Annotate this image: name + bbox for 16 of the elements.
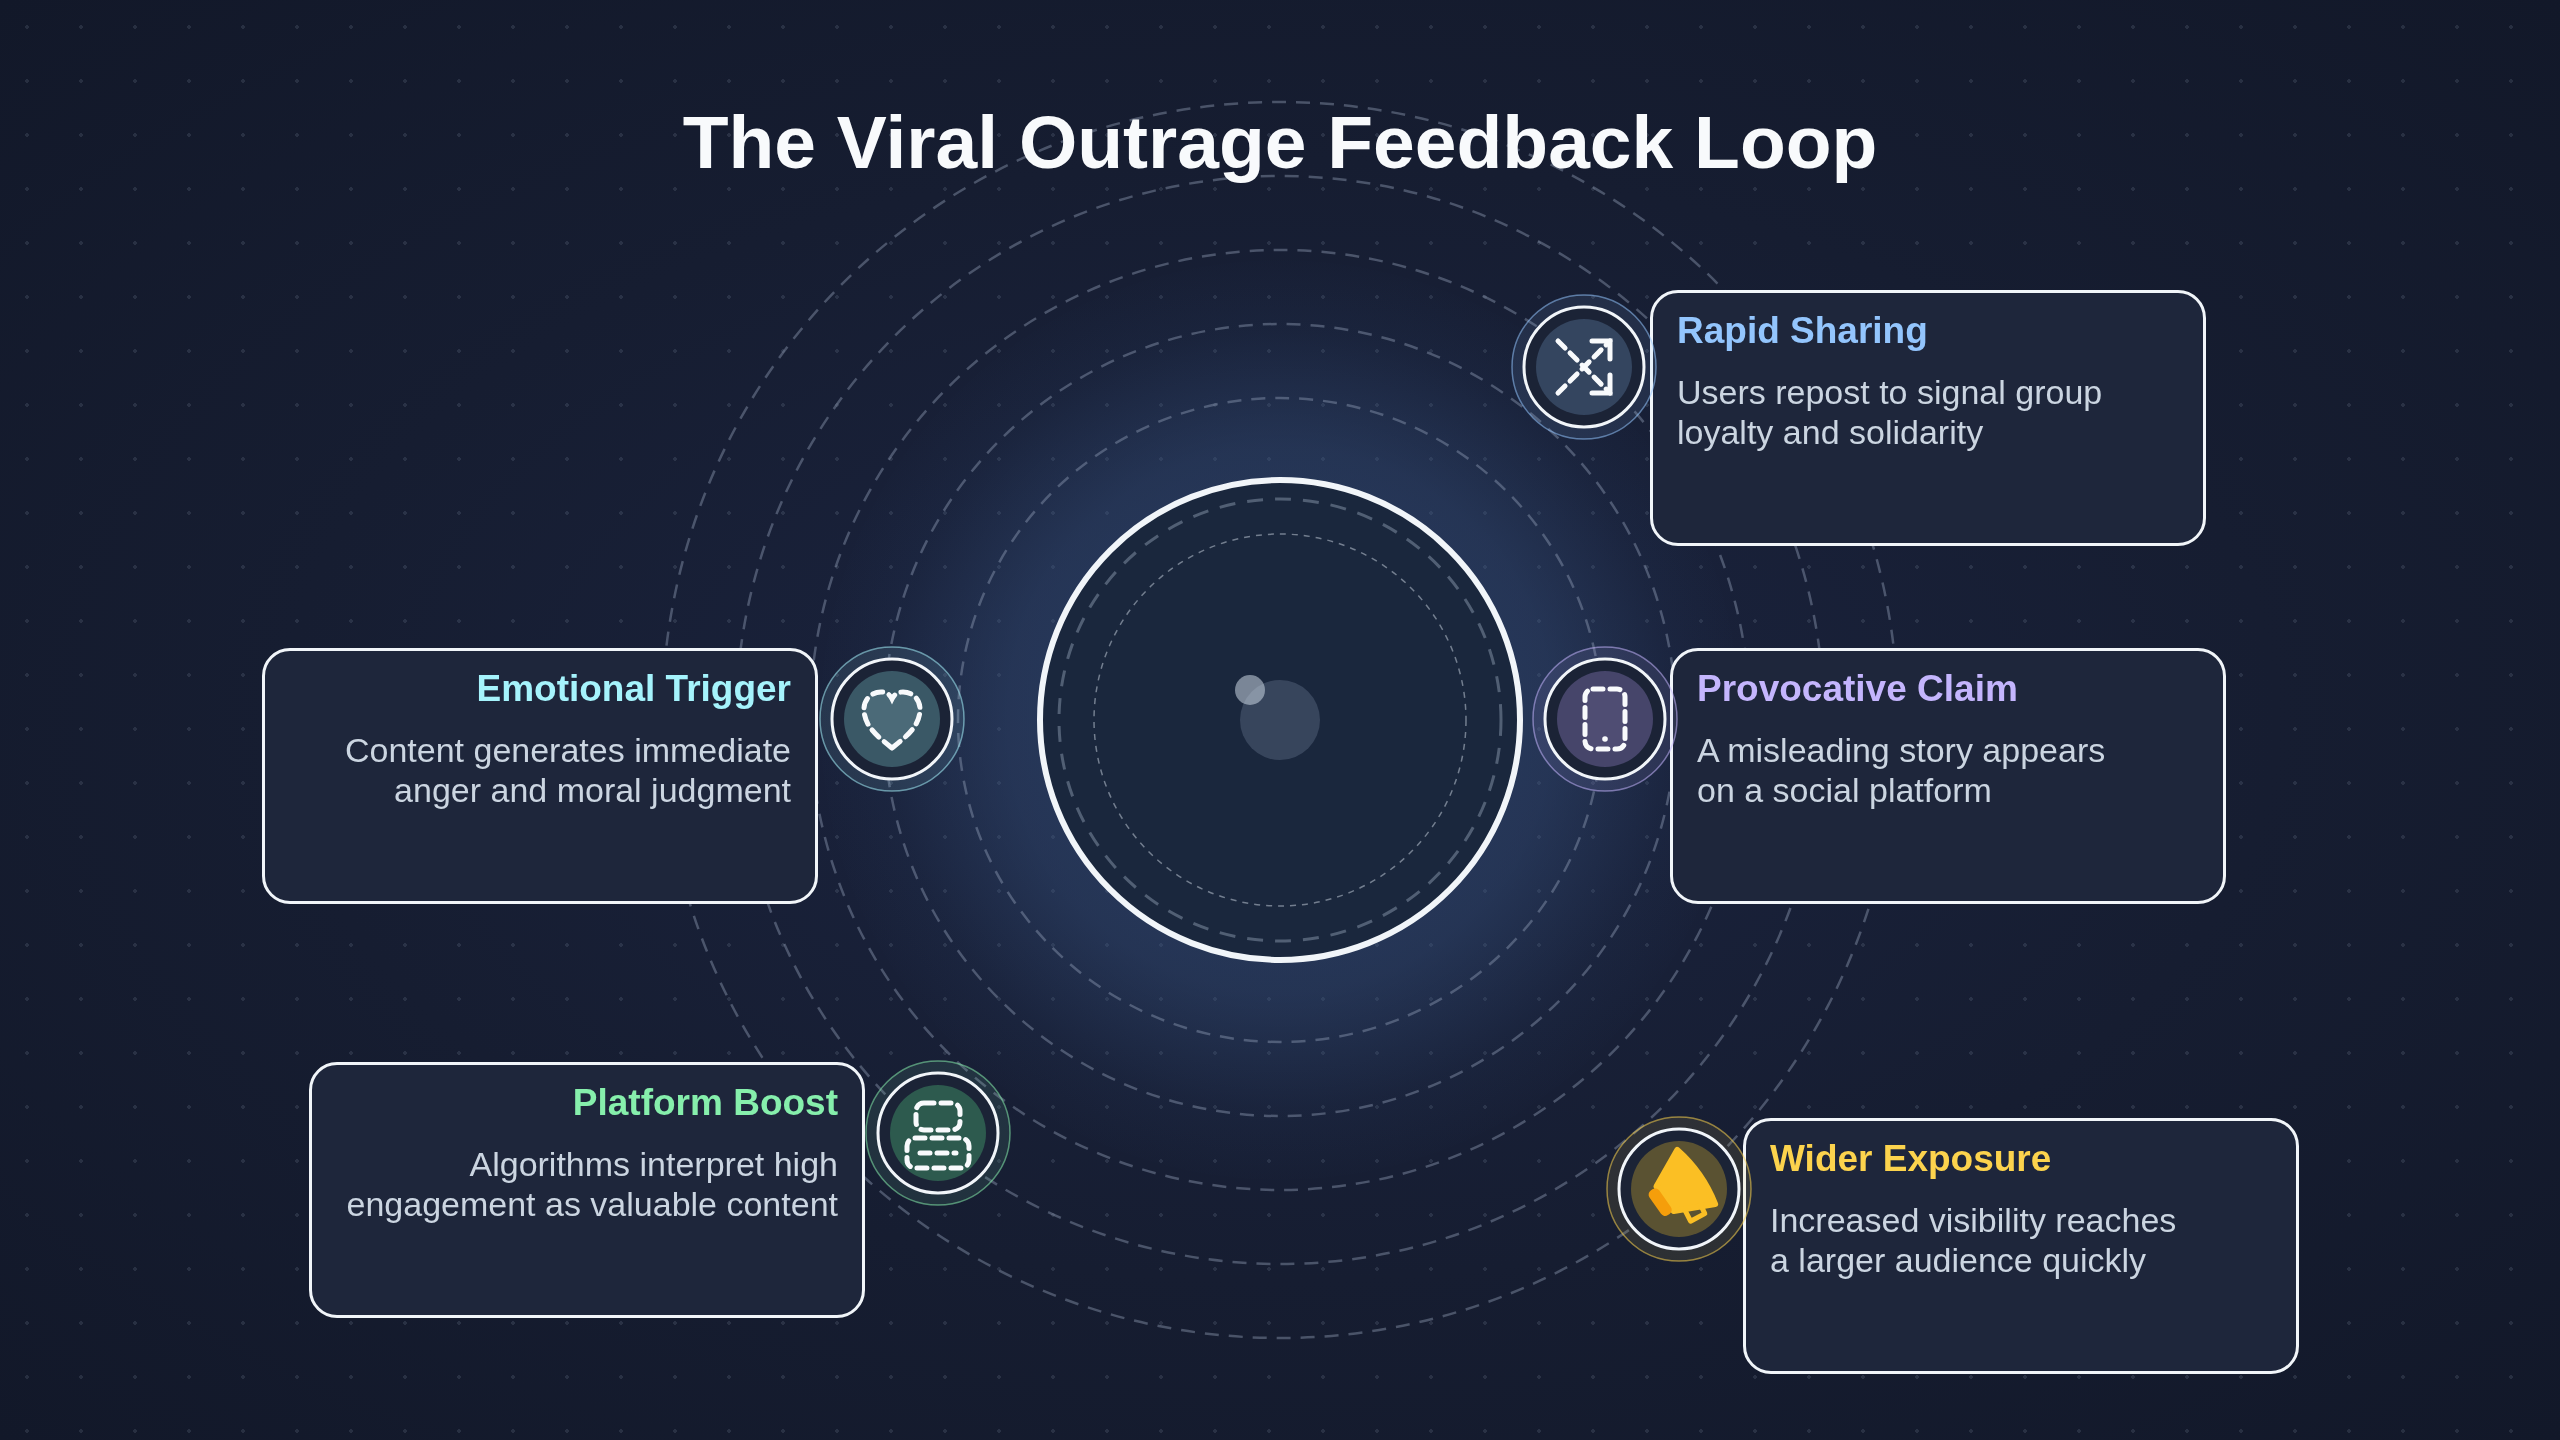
card-description: Increased visibility reaches a larger audience quickly [1770, 1200, 2178, 1280]
card-description: A misleading story appears on a social platform [1697, 730, 2107, 810]
card-heading: Provocative Claim [1697, 667, 2018, 711]
card-heading: Platform Boost [572, 1081, 838, 1125]
step-card [1670, 648, 2226, 904]
step-card [309, 1062, 865, 1318]
card-heading: Rapid Sharing [1677, 309, 1928, 353]
card-description: Algorithms interpret high engagement as valuable content [345, 1144, 838, 1224]
step-card [1650, 290, 2206, 546]
card-description: Content generates immediate anger and moral judgment [343, 730, 791, 810]
step-card [1743, 1118, 2299, 1374]
card-heading: Wider Exposure [1770, 1137, 2052, 1181]
title: The Viral Outrage Feedback Loop [682, 99, 1878, 186]
card-heading: Emotional Trigger [476, 667, 791, 711]
step-card [262, 648, 818, 904]
card-description: Users repost to signal group loyalty and solidarity [1677, 372, 2104, 452]
